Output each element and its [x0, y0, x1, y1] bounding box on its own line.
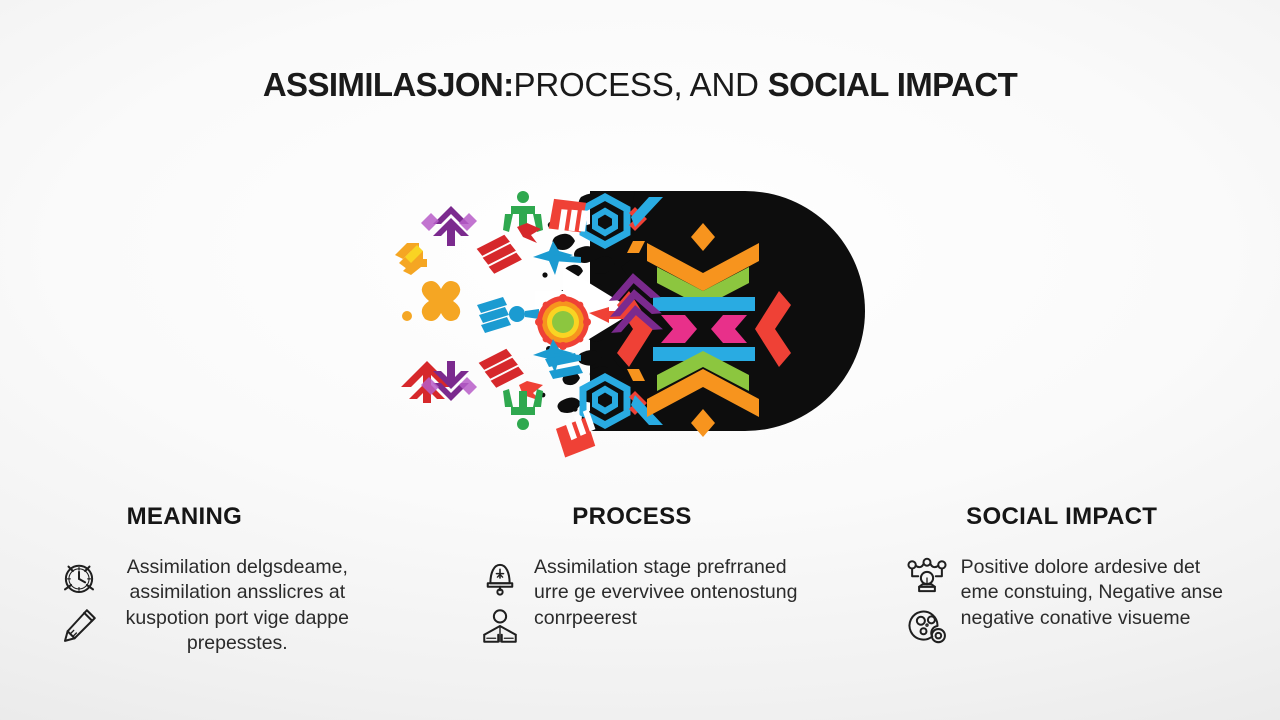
- title-segment-bold-2: SOCIAL IMPACT: [767, 66, 1018, 103]
- alarm-clock-icon: [58, 557, 100, 599]
- column-heading-process: PROCESS: [572, 503, 692, 530]
- title-segment-regular: PROCESS, AND: [513, 66, 768, 103]
- title-segment-bold-1: ASSIMILASJON:: [262, 66, 514, 103]
- center-medallion: [535, 294, 591, 350]
- cultural-assimilation-diagram: [385, 163, 895, 458]
- column-process: PROCESS: [427, 505, 854, 705]
- pen-icon: [58, 605, 100, 647]
- column-social-impact: SOCIAL IMPACT: [853, 505, 1280, 705]
- column-heading-social-impact: SOCIAL IMPACT: [966, 503, 1158, 530]
- column-meaning-icons: [53, 555, 105, 647]
- community-group-icon: [906, 557, 948, 599]
- person-reading-book-icon: [479, 605, 521, 647]
- info-columns: MEANING: [0, 505, 1280, 705]
- column-process-text: Assimilation stage prefrraned urre ge ev…: [534, 556, 798, 629]
- cells-microscope-icon: [906, 605, 948, 647]
- page-title: ASSIMILASJON:PROCESS, AND SOCIAL IMPACT: [0, 68, 1280, 101]
- scattered-ethnic-motifs: [395, 191, 663, 458]
- column-heading-meaning: MEANING: [126, 503, 243, 530]
- column-process-icons: [474, 555, 526, 647]
- school-bell-icon: [479, 557, 521, 599]
- column-social-impact-text: Positive dolore ardesive det eme constui…: [960, 556, 1223, 629]
- column-social-impact-icons: [901, 555, 953, 647]
- black-form-inner-pattern: [579, 193, 791, 437]
- column-meaning-text: Assimilation delgsdeame, assimilation an…: [125, 556, 349, 655]
- column-meaning: MEANING: [0, 505, 427, 705]
